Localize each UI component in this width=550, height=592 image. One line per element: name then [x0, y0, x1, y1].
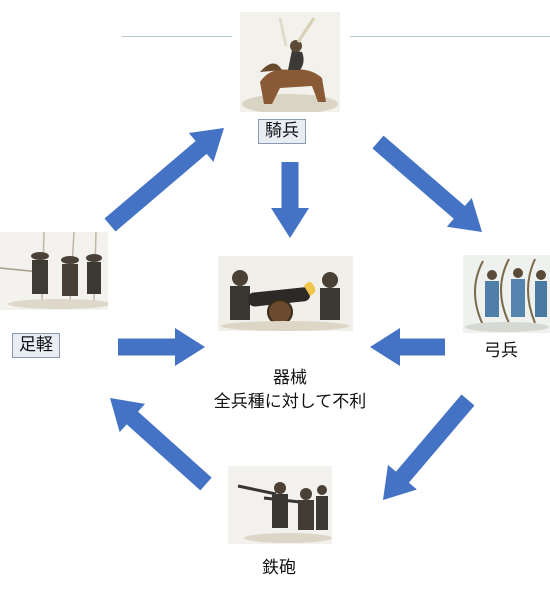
siege-label: 器械 — [273, 368, 307, 388]
siege-note: 全兵種に対して不利 — [213, 392, 367, 412]
arrow-infantry-to-cavalry — [104, 127, 224, 232]
arrow-infantry-to-siege — [118, 328, 205, 366]
arrow-cavalry-to-siege — [271, 162, 309, 238]
cavalry-image — [240, 12, 340, 112]
gunner-image — [228, 466, 332, 544]
arrow-cavalry-to-archer — [372, 135, 482, 232]
gunner-label: 鉄砲 — [262, 558, 296, 578]
arrow-gunner-to-infantry — [109, 397, 212, 491]
cavalry-label: 騎兵 — [258, 119, 306, 144]
arrow-archer-to-siege — [370, 328, 445, 366]
archer-image — [463, 255, 550, 333]
top-right-rule — [350, 36, 550, 37]
top-left-rule — [122, 36, 232, 37]
infantry-label: 足軽 — [12, 333, 60, 358]
arrow-archer-to-gunner — [383, 394, 475, 500]
archer-label: 弓兵 — [484, 341, 518, 361]
cannon-image — [218, 256, 353, 331]
ashigaru-image — [0, 232, 108, 310]
